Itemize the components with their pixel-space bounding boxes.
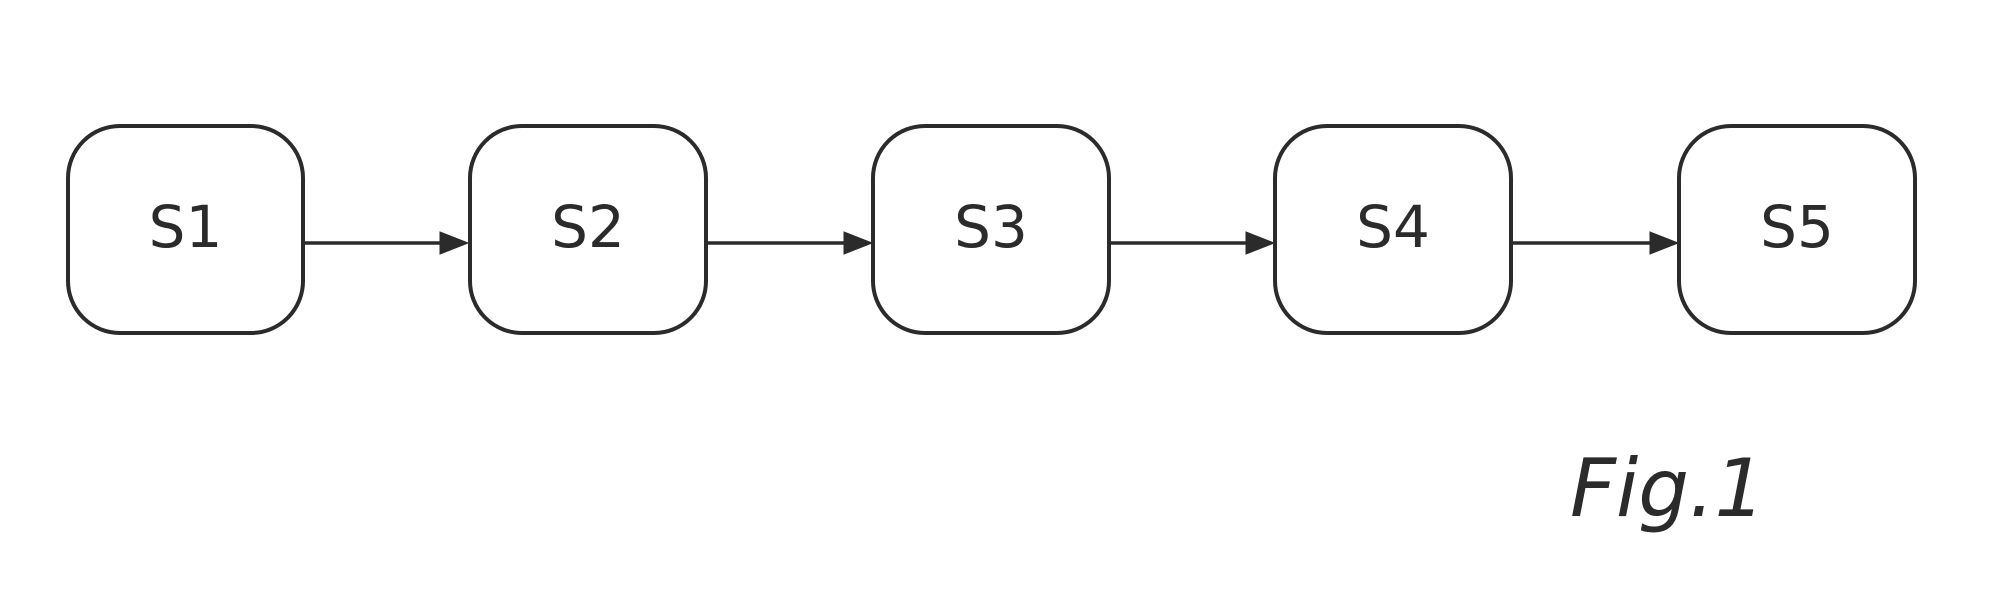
node-box [468, 124, 708, 335]
edge-s1-s2 [298, 231, 470, 255]
edge-s2-s3 [703, 231, 874, 255]
node-label: S4 [1356, 193, 1430, 261]
arrowhead-icon [1649, 231, 1680, 255]
figure-caption: Fig.1 [1570, 442, 1765, 535]
node-label: S1 [149, 193, 223, 261]
edge-s4-s5 [1508, 231, 1680, 255]
node-box [1273, 124, 1513, 335]
edges [298, 231, 1680, 255]
node-s2: S2 [468, 124, 708, 335]
node-box [1677, 124, 1917, 335]
node-s4: S4 [1273, 124, 1513, 335]
node-label: S5 [1760, 193, 1834, 261]
node-label: S2 [551, 193, 625, 261]
edge-s3-s4 [1106, 231, 1276, 255]
nodes: S1 S2 S3 S4 S5 [66, 124, 1917, 335]
arrowhead-icon [439, 231, 470, 255]
node-s5: S5 [1677, 124, 1917, 335]
arrowhead-icon [843, 231, 874, 255]
arrowhead-icon [1245, 231, 1276, 255]
node-s3: S3 [871, 124, 1111, 335]
node-box [871, 124, 1111, 335]
node-s1: S1 [66, 124, 305, 335]
node-box [66, 124, 305, 335]
node-label: S3 [954, 193, 1028, 261]
